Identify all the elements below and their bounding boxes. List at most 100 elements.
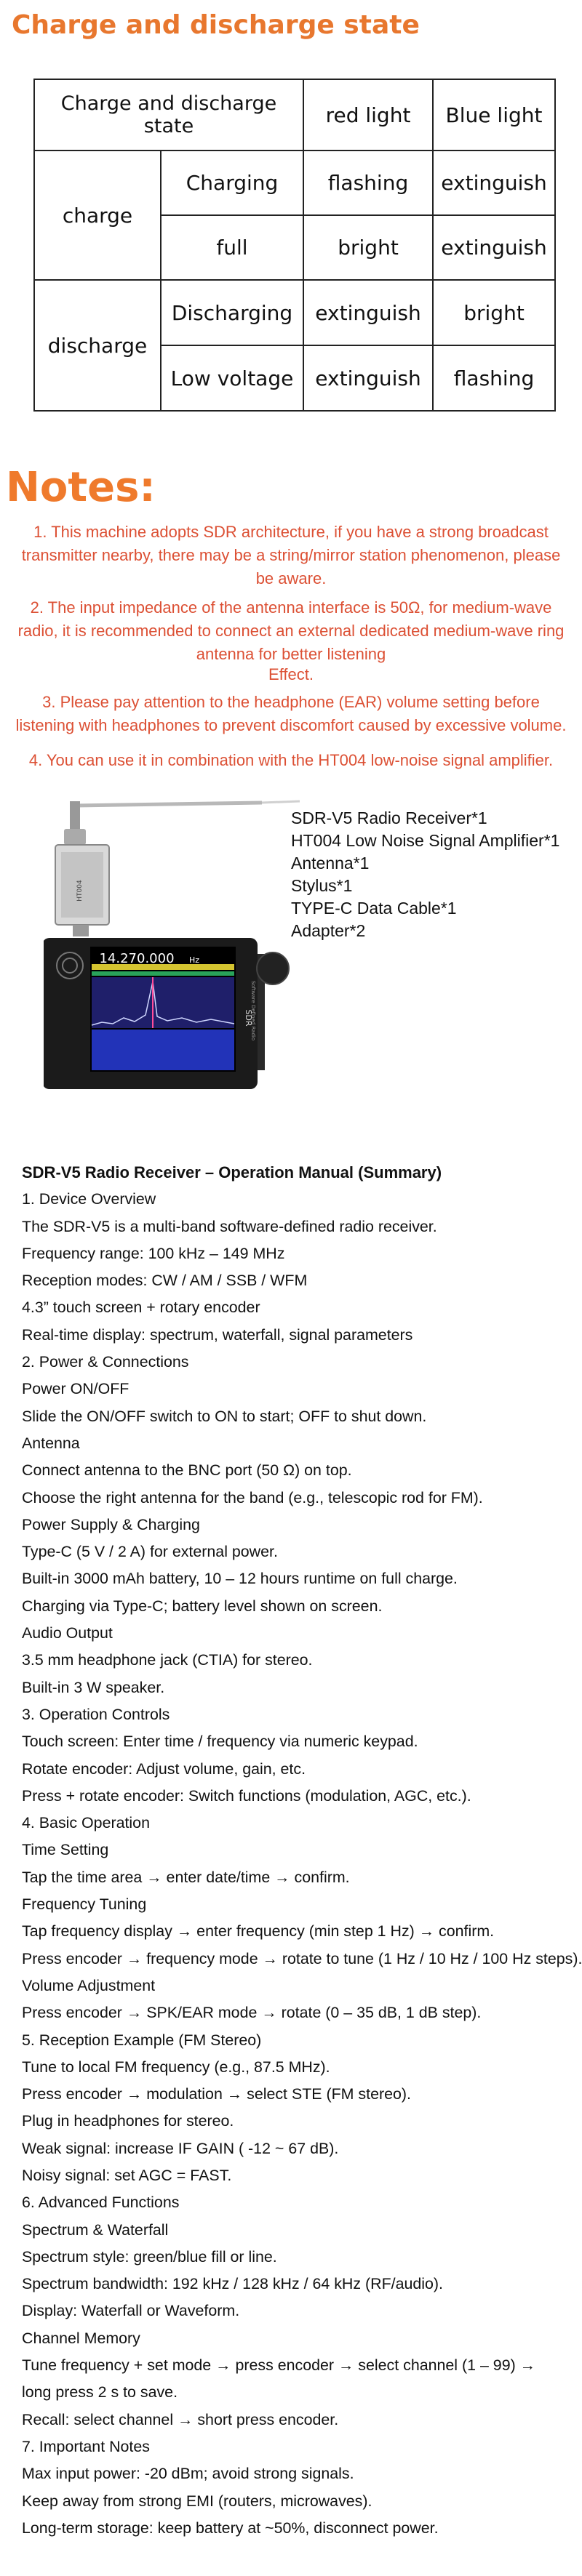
- manual-line: Built‑in 3000 mAh battery, 10 – 12 hours…: [22, 1570, 458, 1588]
- manual-line: Reception modes: CW / AM / SSB / WFM: [22, 1272, 308, 1290]
- blue-cell: bright: [432, 279, 557, 346]
- manual-line: Type‑C (5 V / 2 A) for external power.: [22, 1543, 278, 1561]
- note-line: 4. You can use it in combination with th…: [28, 751, 554, 769]
- operation-manual: SDR-V5 Radio Receiver – Operation Manual…: [22, 1159, 582, 2542]
- red-cell: flashing: [303, 150, 434, 216]
- antenna-tip: [261, 800, 300, 804]
- manual-line: 3.5 mm headphone jack (CTIA) for stereo.: [22, 1651, 313, 1669]
- amplifier-panel: [61, 852, 103, 918]
- manual-line: Audio Output: [22, 1624, 113, 1642]
- manual-line: long press 2 s to save.: [22, 2383, 178, 2402]
- charge-state-table: Charge and discharge state red light Blu…: [33, 79, 557, 412]
- manual-line: Press + rotate encoder: Switch functions…: [22, 1786, 471, 1805]
- table-row: Low voltage extinguish flashing: [34, 345, 557, 412]
- package-item: Stylus*1: [291, 876, 353, 895]
- state-cell: Discharging: [159, 279, 305, 346]
- manual-line: Connect antenna to the BNC port (50 Ω) o…: [22, 1461, 352, 1480]
- table-row: charge Charging flashing extinguish: [33, 150, 557, 281]
- manual-line: Press encoder → SPK/EAR mode → rotate (0…: [22, 2004, 482, 2022]
- red-cell: bright: [303, 214, 434, 281]
- manual-line: Choose the right antenna for the band (e…: [22, 1488, 483, 1506]
- group-label-charge: charge: [33, 150, 162, 281]
- speaker-inner: [62, 958, 78, 974]
- manual-line: Volume Adjustment: [22, 1976, 156, 1994]
- screen-frequency: 14.270.000: [99, 951, 174, 966]
- manual-line: Frequency range: 100 kHz – 149 MHz: [22, 1244, 285, 1262]
- table-row: full bright extinguish: [34, 214, 557, 281]
- manual-title: SDR-V5 Radio Receiver – Operation Manual…: [22, 1163, 442, 1181]
- manual-line: Time Setting: [22, 1841, 109, 1859]
- manual-line: Frequency Tuning: [22, 1895, 147, 1914]
- note-line: 1. This machine adopts SDR architecture,…: [33, 523, 549, 541]
- manual-line: Slide the ON/OFF switch to ON to start; …: [22, 1407, 427, 1425]
- manual-line: Recall: select channel → short press enc…: [22, 2410, 339, 2428]
- manual-line: Press encoder → modulation → select STE …: [22, 2085, 411, 2103]
- amplifier-connector: [73, 925, 89, 936]
- manual-line: 1. Device Overview: [22, 1190, 156, 1208]
- manual-line: Rotate encoder: Adjust volume, gain, etc…: [22, 1760, 306, 1778]
- state-cell: Charging: [159, 150, 305, 216]
- screen-status-bar: [92, 964, 234, 970]
- waterfall-area: [92, 1030, 234, 1070]
- brand-text: Software Defined Radio: [250, 981, 256, 1040]
- manual-line: 3. Operation Controls: [22, 1705, 170, 1723]
- screen-frequency-unit: Hz: [189, 955, 199, 965]
- note-line: radio, it is recommended to connect an e…: [17, 622, 565, 640]
- manual-line: Built‑in 3 W speaker.: [22, 1678, 165, 1696]
- note-line: 3. Please pay attention to the headphone…: [42, 693, 540, 711]
- manual-line: 4.3” touch screen + rotary encoder: [22, 1299, 260, 1317]
- table-header-red: red light: [303, 79, 434, 151]
- antenna-rod: [73, 801, 263, 808]
- package-item: Adapter*2: [291, 921, 366, 940]
- state-cell: Low voltage: [159, 345, 305, 412]
- manual-line: Noisy signal: set AGC = FAST.: [22, 2166, 232, 2184]
- state-cell: full: [159, 214, 305, 281]
- manual-line: Max input power: ‑20 dBm; avoid strong s…: [22, 2465, 354, 2483]
- note-line: 2. The input impedance of the antenna in…: [30, 598, 552, 617]
- red-cell: extinguish: [303, 279, 434, 346]
- package-item: Antenna*1: [291, 854, 370, 872]
- manual-line: Tune frequency + set mode → press encode…: [22, 2356, 536, 2375]
- group-label-discharge: discharge: [33, 279, 162, 412]
- note-line: be aware.: [255, 569, 327, 587]
- product-photo: HT004 14.270.000 Hz SDR Software Defined…: [44, 800, 300, 1089]
- manual-line: Display: Waterfall or Waveform.: [22, 2302, 240, 2320]
- package-item: TYPE-C Data Cable*1: [291, 899, 457, 918]
- manual-line: Tune to local FM frequency (e.g., 87.5 M…: [22, 2058, 330, 2076]
- manual-line: Spectrum bandwidth: 192 kHz / 128 kHz / …: [22, 2275, 443, 2293]
- table-header-row: Charge and discharge state red light Blu…: [33, 79, 557, 151]
- manual-line: Real‑time display: spectrum, waterfall, …: [22, 1325, 413, 1344]
- manual-line: 4. Basic Operation: [22, 1814, 150, 1832]
- note-line: listening with headphones to prevent dis…: [15, 716, 567, 734]
- manual-line: 6. Advanced Functions: [22, 2194, 180, 2212]
- package-item: HT004 Low Noise Signal Amplifier*1: [291, 831, 560, 850]
- manual-line: 2. Power & Connections: [22, 1353, 189, 1371]
- speaker-icon: [56, 952, 84, 979]
- manual-line: Channel Memory: [22, 2329, 140, 2347]
- manual-line: Tap frequency display → enter frequency …: [22, 1922, 495, 1941]
- side-label: SDR: [244, 1009, 253, 1026]
- manual-line: Touch screen: Enter time / frequency via…: [22, 1733, 418, 1751]
- manual-line: Tap the time area → enter date/time → co…: [22, 1868, 350, 1886]
- manual-line: The SDR‑V5 is a multi‑band software‑defi…: [22, 1217, 437, 1235]
- package-contents: SDR-V5 Radio Receiver*1 HT004 Low Noise …: [291, 807, 559, 942]
- note-line: antenna for better listening: [196, 645, 386, 663]
- manual-line: Antenna: [22, 1434, 80, 1452]
- blue-cell: flashing: [432, 345, 557, 412]
- amplifier-label: HT004: [76, 880, 84, 902]
- manual-line: Power ON/OFF: [22, 1380, 129, 1398]
- package-item: SDR-V5 Radio Receiver*1: [291, 808, 487, 827]
- manual-line: Charging via Type‑C; battery level shown…: [22, 1597, 383, 1615]
- rotary-encoder-knob: [256, 952, 290, 985]
- receiver-side: [258, 954, 265, 1070]
- table-header-blue: Blue light: [432, 79, 557, 151]
- bnc-connector: [64, 829, 86, 845]
- manual-line: Spectrum & Waterfall: [22, 2220, 169, 2239]
- manual-line: 5. Reception Example (FM Stereo): [22, 2031, 262, 2049]
- screen-mode-bar: [92, 971, 234, 976]
- blue-cell: extinguish: [432, 150, 557, 216]
- antenna-hinge: [70, 801, 80, 832]
- manual-line: Weak signal: increase IF GAIN ( ‑12 ~ 67…: [22, 2139, 339, 2157]
- note-line: Effect.: [268, 665, 314, 683]
- manual-line: Spectrum style: green/blue fill or line.: [22, 2247, 277, 2266]
